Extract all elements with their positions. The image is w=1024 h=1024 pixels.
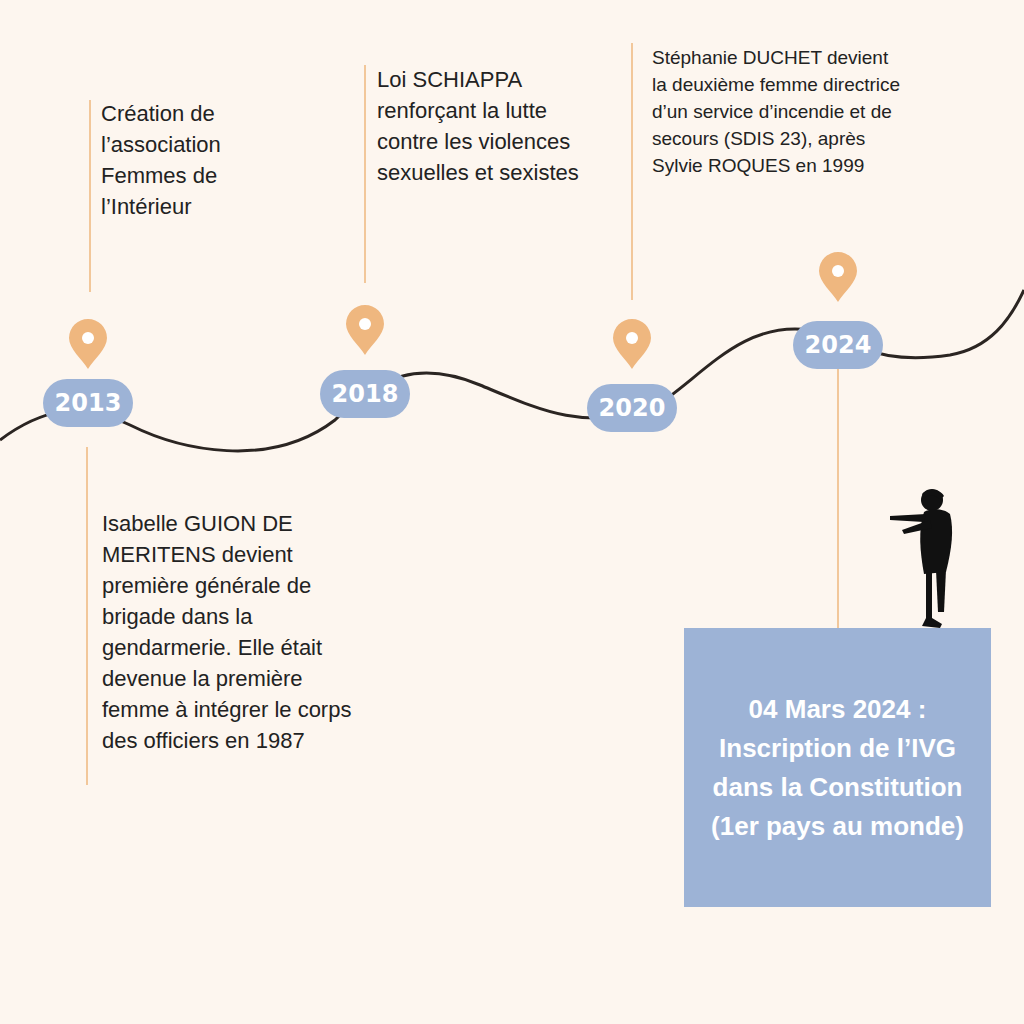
event-text: 04 Mars 2024 : Inscription de l’IVG dans… [706, 690, 969, 846]
location-pin [69, 319, 107, 369]
leader-lines [87, 43, 632, 785]
leader-line [86, 447, 88, 785]
person-silhouette [890, 489, 952, 628]
year-pill: 2018 [320, 370, 411, 418]
leader-line [89, 100, 91, 292]
highlight-box: 04 Mars 2024 : Inscription de l’IVG dans… [684, 628, 991, 907]
year-label: 2018 [332, 380, 399, 408]
event-description: Stéphanie DUCHET devient la deuxième fem… [652, 44, 902, 179]
year-pill: 2013 [43, 379, 134, 427]
leader-line [631, 43, 633, 300]
year-label: 2024 [805, 331, 872, 359]
event-description: Isabelle GUION DE MERITENS devient premi… [102, 508, 364, 756]
location-pin [613, 319, 651, 369]
event-description: Création de l’association Femmes de l’In… [101, 98, 271, 222]
leader-line [364, 65, 366, 283]
pins [69, 252, 857, 369]
location-pin [346, 305, 384, 355]
connector-line [837, 369, 839, 628]
year-label: 2020 [599, 394, 666, 422]
event-description: Loi SCHIAPPA renforçant la lutte contre … [377, 64, 607, 188]
timeline-curve [0, 290, 1024, 451]
year-pill: 2020 [587, 384, 678, 432]
year-label: 2013 [55, 389, 122, 417]
location-pin [819, 252, 857, 302]
year-pill: 2024 [793, 321, 884, 369]
